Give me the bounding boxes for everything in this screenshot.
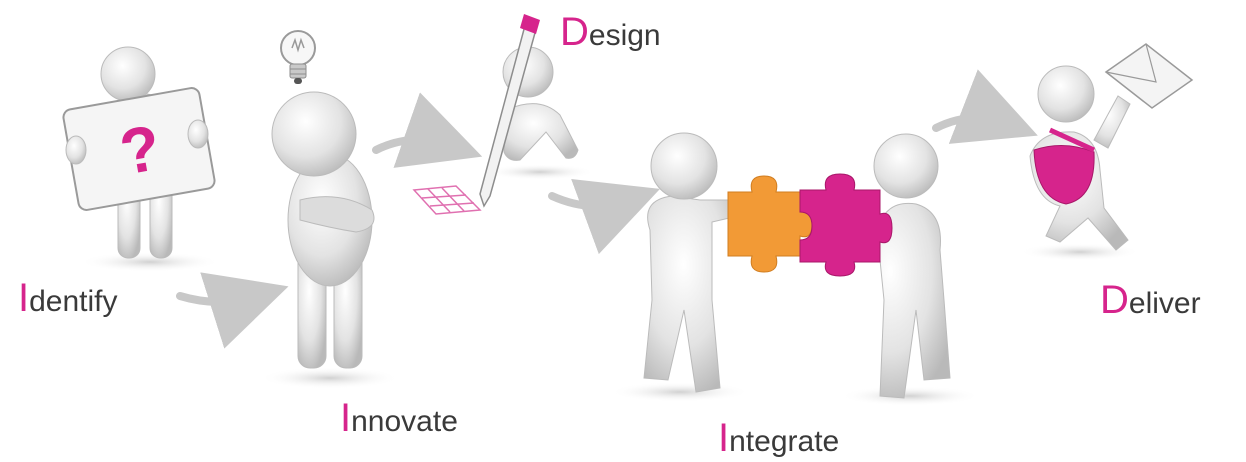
bag-icon <box>1033 127 1096 205</box>
arrow-design-integrate <box>548 179 661 255</box>
pen-icon <box>479 14 540 208</box>
envelope-icon <box>1104 43 1194 109</box>
step-initial: D <box>1100 278 1129 322</box>
arrow-integrate-deliver <box>932 69 1038 144</box>
step-initial: D <box>560 10 589 54</box>
step-rest: dentify <box>29 285 118 318</box>
step-initial: I <box>18 276 30 320</box>
step-rest: ntegrate <box>729 425 840 458</box>
step-label-innovate: Innovate <box>340 398 458 438</box>
step-initial: I <box>718 416 730 460</box>
step-rest: nnovate <box>351 405 458 438</box>
step-rest: esign <box>588 19 661 52</box>
grid-paper-icon <box>412 185 482 215</box>
lightbulb-icon <box>280 30 316 84</box>
step-label-design: Design <box>560 12 661 52</box>
step-label-integrate: Integrate <box>718 418 839 458</box>
design-figure <box>412 14 595 215</box>
arrow-identify-innovate <box>176 272 289 349</box>
puzzle-piece-icon <box>727 173 893 277</box>
flow-arrows <box>176 69 1038 349</box>
step-label-deliver: Deliver <box>1100 280 1201 320</box>
deliver-figure <box>1020 43 1194 261</box>
step-rest: eliver <box>1128 287 1201 320</box>
step-initial: I <box>340 396 352 440</box>
innovate-figure <box>260 30 400 389</box>
arrow-innovate-design <box>372 92 483 168</box>
identify-figure: ? <box>62 46 220 272</box>
integrate-figures <box>610 132 980 406</box>
step-label-identify: Identify <box>18 278 118 318</box>
